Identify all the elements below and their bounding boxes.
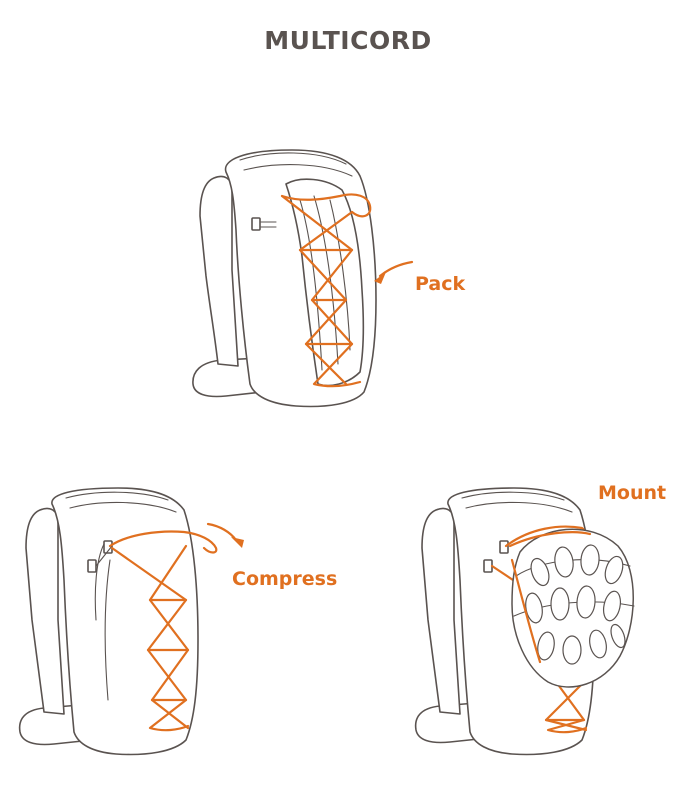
backpack-compress-illustration [18, 487, 244, 756]
mount-label: Mount [598, 482, 667, 504]
backpack-mount-illustration [414, 487, 635, 756]
compress-label: Compress [232, 568, 338, 590]
backpack-pack-illustration [192, 149, 414, 408]
pack-label: Pack [415, 273, 466, 295]
page-title: MULTICORD [264, 26, 432, 55]
